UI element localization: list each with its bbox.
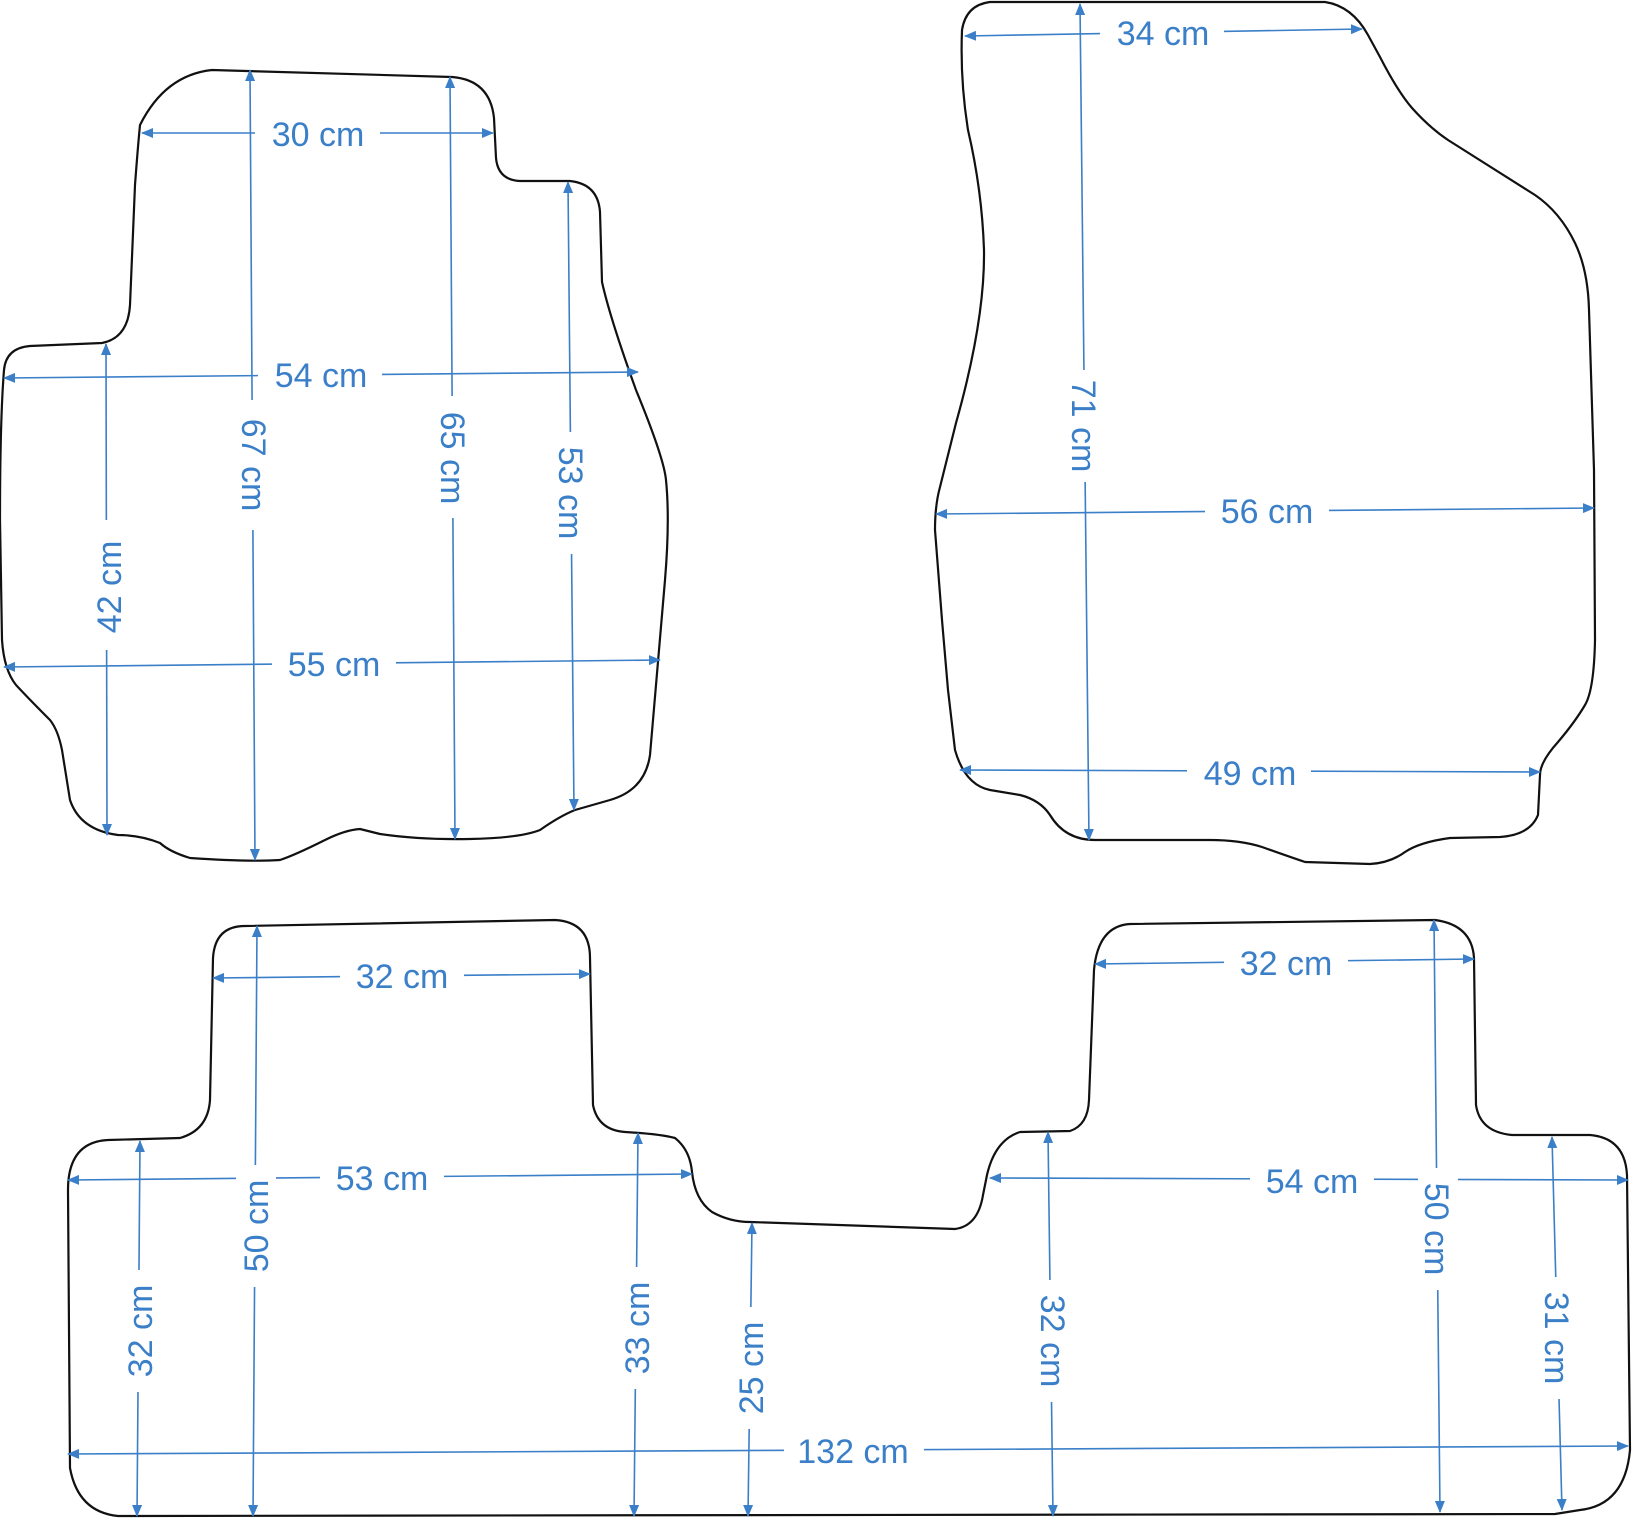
dim-label: 67 cm [234, 419, 272, 512]
dim-label: 49 cm [1204, 755, 1297, 793]
dim-rear-left-edge-height: 32 cm [120, 1140, 160, 1517]
dim-label: 42 cm [91, 541, 129, 634]
dim-label: 54 cm [1266, 1163, 1359, 1201]
dim-front-right-bottom-width: 49 cm [959, 752, 1541, 793]
front-left-mat: 30 cm 54 cm 55 cm 42 cm 67 cm 65 cm [0, 68, 669, 862]
dim-label: 53 cm [336, 1160, 429, 1198]
dim-rear-right-tab-width: 32 cm [1094, 942, 1475, 983]
rear-mat: 32 cm 32 cm 53 cm 54 cm 132 cm 32 cm [66, 918, 1632, 1518]
dim-label: 54 cm [275, 357, 368, 395]
dim-label: 34 cm [1117, 15, 1210, 53]
dim-front-left-lower-width: 55 cm [3, 643, 661, 684]
dim-label: 32 cm [356, 958, 449, 996]
dim-front-right-mid-width: 56 cm [935, 490, 1595, 531]
dim-rear-total-width: 132 cm [67, 1430, 1629, 1471]
dim-front-left-right-height: 53 cm [551, 181, 591, 811]
dim-label: 56 cm [1221, 493, 1314, 531]
dim-label: 50 cm [1417, 1183, 1455, 1276]
dim-rear-right-edge-height: 31 cm [1537, 1136, 1577, 1511]
dim-label: 53 cm [551, 447, 589, 540]
dim-front-left-top-width: 30 cm [141, 113, 494, 154]
dim-label: 30 cm [272, 116, 365, 154]
dim-label: 33 cm [619, 1282, 657, 1375]
dim-label: 32 cm [122, 1285, 160, 1378]
dim-label: 32 cm [1240, 945, 1333, 983]
dim-rear-left-inner-height: 33 cm [617, 1132, 657, 1517]
dim-rear-right-inner-height: 32 cm [1032, 1131, 1072, 1517]
dim-label: 132 cm [797, 1433, 909, 1471]
rear-mat-outline [66, 918, 1632, 1518]
dim-label: 25 cm [733, 1322, 771, 1415]
front-right-mat-outline [933, 0, 1597, 866]
dim-front-left-left-height: 42 cm [88, 343, 129, 836]
dim-front-right-height: 71 cm [1063, 3, 1103, 841]
dim-rear-center-height: 25 cm [731, 1222, 771, 1517]
dim-rear-left-tab-width: 32 cm [212, 955, 591, 996]
dim-label: 50 cm [238, 1180, 276, 1273]
dim-label: 31 cm [1537, 1292, 1575, 1385]
dim-label: 65 cm [433, 412, 471, 505]
dim-label: 32 cm [1033, 1295, 1071, 1388]
dim-front-left-center-height: 67 cm [232, 69, 272, 861]
dim-label: 71 cm [1064, 380, 1102, 473]
dim-front-left-right-center-height: 65 cm [432, 76, 472, 840]
dim-front-left-mid-width: 54 cm [3, 354, 639, 395]
dim-rear-right-width: 54 cm [989, 1160, 1629, 1201]
dim-front-right-top-width: 34 cm [964, 12, 1363, 53]
front-right-mat: 34 cm 71 cm 56 cm 49 cm [933, 0, 1597, 866]
dim-rear-left-tab-height: 50 cm [236, 925, 276, 1517]
dim-label: 55 cm [288, 646, 381, 684]
dim-rear-left-width: 53 cm [67, 1157, 693, 1198]
dim-rear-right-tab-height: 50 cm [1417, 919, 1458, 1513]
